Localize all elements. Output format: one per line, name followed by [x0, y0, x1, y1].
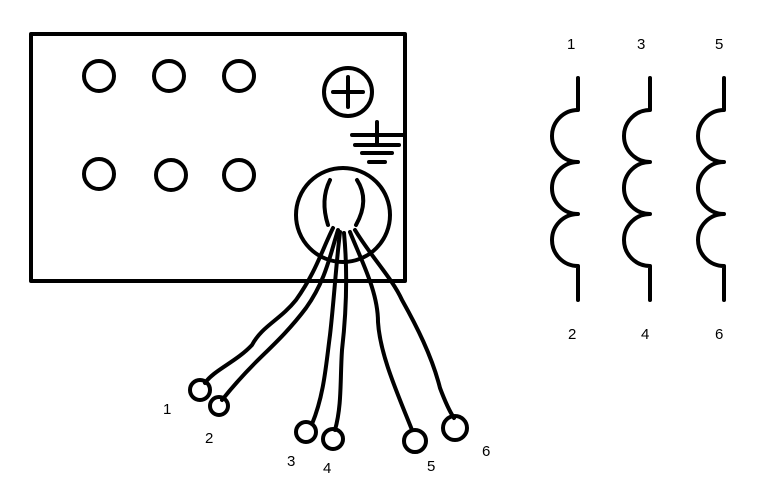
- coil-bottom-label-6: 6: [715, 326, 723, 343]
- ground-icon: [350, 120, 407, 164]
- lead-terminal-3: [294, 420, 318, 444]
- mounting-hole: [152, 59, 186, 93]
- lead-terminal-4: [321, 427, 345, 451]
- mounting-hole: [222, 158, 256, 192]
- lead-wire-2: [220, 228, 340, 402]
- wire-label-6: 6: [482, 443, 490, 460]
- mounting-hole: [154, 158, 188, 192]
- wire-label-2: 2: [205, 430, 213, 447]
- lead-wire-4: [333, 231, 349, 432]
- coil-top-label-5: 5: [715, 36, 723, 53]
- wire-labels: 1 2 3 4 5 6: [163, 401, 490, 477]
- mounting-holes: [82, 59, 256, 192]
- cable-grommet: [294, 166, 392, 264]
- coil-bottom-label-2: 2: [568, 326, 576, 343]
- wire-label-3: 3: [287, 453, 295, 470]
- coil-1-2: [550, 76, 580, 302]
- lead-wire-1: [203, 226, 335, 385]
- coil-top-label-1: 1: [567, 36, 575, 53]
- lead-wire-3: [310, 230, 342, 426]
- coil-5-6: [696, 76, 726, 302]
- mounting-hole: [222, 59, 256, 93]
- wire-label-4: 4: [323, 460, 331, 477]
- lead-terminals: [188, 378, 469, 454]
- mounting-hole: [82, 59, 116, 93]
- lead-wire-5: [348, 230, 414, 432]
- lead-terminal-1: [188, 378, 212, 402]
- mounting-hole: [82, 157, 116, 191]
- coil-bottom-label-4: 4: [641, 326, 649, 343]
- coil-windings: [550, 76, 726, 302]
- lead-wires: [203, 226, 456, 432]
- device-box: [29, 32, 407, 283]
- lead-wire-6: [353, 228, 456, 420]
- coil-3-4: [622, 76, 652, 302]
- lead-terminal-5: [402, 428, 428, 454]
- coil-labels: 1 3 5 2 4 6: [567, 36, 723, 343]
- lead-terminal-6: [441, 414, 469, 442]
- plus-terminal-icon: [322, 66, 374, 118]
- wire-label-5: 5: [427, 458, 435, 475]
- coil-top-label-3: 3: [637, 36, 645, 53]
- wire-label-1: 1: [163, 401, 171, 418]
- lead-terminal-2: [208, 395, 230, 417]
